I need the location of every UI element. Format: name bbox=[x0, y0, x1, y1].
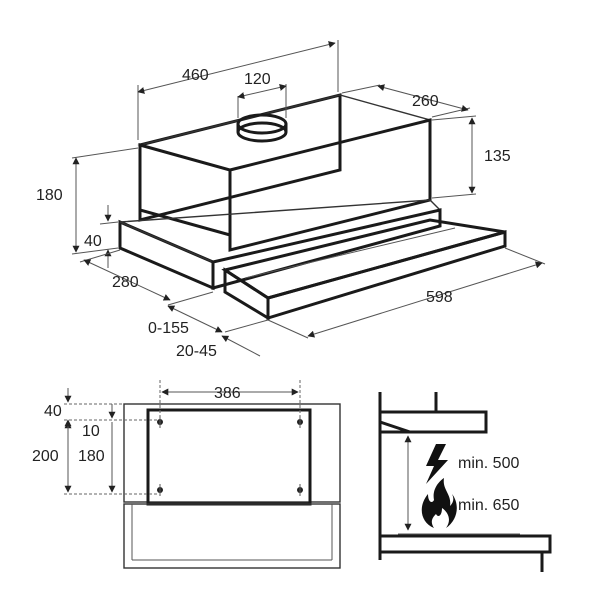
label-min-650: min. 650 bbox=[458, 497, 519, 514]
screw-hole-top-right bbox=[297, 416, 303, 428]
label-height-135: 135 bbox=[484, 148, 511, 165]
iso-dimension-lines bbox=[71, 40, 546, 357]
label-height-180-mount: 180 bbox=[78, 448, 105, 465]
label-depth-260: 260 bbox=[412, 93, 439, 110]
duct-outlet bbox=[236, 113, 288, 143]
hood-isometric-view bbox=[118, 93, 507, 321]
label-width-460: 460 bbox=[182, 67, 209, 84]
label-spacing-386: 386 bbox=[214, 385, 241, 402]
label-hole-10: 10 bbox=[82, 423, 100, 440]
label-top-40: 40 bbox=[44, 403, 62, 420]
screw-hole-bottom-right bbox=[297, 484, 303, 496]
lightning-icon bbox=[426, 444, 448, 484]
visor-left bbox=[223, 267, 270, 321]
hood-body-front-face bbox=[138, 143, 232, 237]
hood-side-profile bbox=[378, 410, 488, 434]
screw-hole-top-left bbox=[157, 416, 163, 428]
label-width-598: 598 bbox=[426, 289, 453, 306]
mounting-plate bbox=[146, 408, 312, 506]
label-min-500: min. 500 bbox=[458, 455, 519, 472]
flame-icon bbox=[421, 478, 457, 528]
label-front-40: 40 bbox=[84, 233, 102, 250]
mounting-front-view bbox=[64, 380, 341, 569]
label-depth-280: 280 bbox=[112, 274, 139, 291]
visor-outline bbox=[123, 503, 341, 569]
hood-outline bbox=[123, 403, 341, 503]
screw-hole-bottom-left bbox=[157, 484, 163, 496]
label-panel-20-45: 20-45 bbox=[176, 343, 217, 360]
hood-base-front bbox=[211, 208, 442, 290]
clearance-side-view bbox=[378, 392, 552, 572]
label-duct-120: 120 bbox=[244, 71, 271, 88]
label-slide-0-155: 0-155 bbox=[148, 320, 189, 337]
label-height-180: 180 bbox=[36, 187, 63, 204]
cooktop-profile bbox=[378, 534, 552, 554]
label-height-200: 200 bbox=[32, 448, 59, 465]
visor-front bbox=[266, 230, 507, 321]
hood-body-front bbox=[138, 93, 342, 222]
